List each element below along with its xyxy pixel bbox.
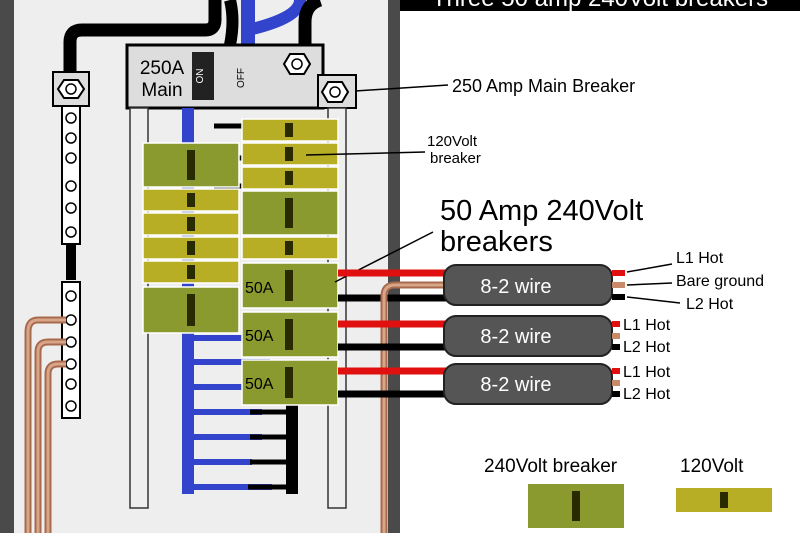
service-neutral-wire [63,0,222,75]
breaker-50a-2-label: 50A [245,328,274,345]
breaker-handle[interactable] [187,294,195,326]
cable-2-lead-l2: L2 Hot [623,339,671,356]
breaker-handle[interactable] [187,265,195,279]
breaker-50a-3-label: 50A [245,376,274,393]
main-lug-screw [329,86,341,98]
legend-120v-handle [720,492,728,508]
branch-cable-1 [338,264,625,533]
main-breaker-off-label: OFF [236,68,247,88]
legend-240v-label: 240Volt breaker [484,456,618,477]
lead-callout-line [626,263,673,273]
breaker-handle[interactable] [285,171,293,185]
breaker-handle[interactable] [285,367,293,398]
neutral-lug-nut [56,79,86,99]
breaker-handle[interactable] [285,270,293,301]
main-lug-screw-top [291,58,303,70]
cable-1-lead-l1: L1 Hot [676,250,724,267]
breaker-handle[interactable] [285,198,293,228]
main-lug-nut-top [282,53,312,75]
main-breaker-handle[interactable] [192,52,214,100]
neutral-bar-upper-screws [65,112,77,238]
legend-240v-handle [572,491,580,521]
main-breaker-on-label: ON [195,69,206,84]
cable-1-lead-l2: L2 Hot [686,296,734,313]
service-hot-wire [298,0,323,45]
cable-1-label: 8-2 wire [480,276,551,298]
left-enclosure-wall [0,0,14,533]
cable-1-lead-ground: Bare ground [676,273,764,290]
ground-wires-left-highlight [26,318,66,533]
breaker-handle[interactable] [285,147,293,161]
hot-bus [286,380,298,494]
breaker-120v-callout-line [305,151,426,156]
breaker-handle[interactable] [187,150,195,180]
neutral-bar-upper [61,105,81,245]
breaker-120v-callout-line2: breaker [430,150,481,167]
neutral-lug-screw [65,83,77,95]
neutral-bar-lower [61,281,81,419]
cable-3-label: 8-2 wire [480,374,551,396]
cable-2-label: 8-2 wire [480,326,551,348]
cable-3-lead-l2: L2 Hot [623,386,671,403]
service-hot-wire-b [224,0,239,47]
branch-cable-2 [338,315,620,357]
breaker-handle[interactable] [187,217,195,231]
breaker-handle[interactable] [285,319,293,350]
cable-3-lead-l1: L1 Hot [623,364,671,381]
breakers-50a-callout-line1: 50 Amp 240Volt [440,195,643,227]
main-breaker-callout-line [354,84,449,92]
main-breaker-callout: 250 Amp Main Breaker [452,76,635,96]
right-enclosure-wall [388,0,400,533]
legend-120v-label: 120Volt [680,456,744,477]
branch-cable-3 [338,363,620,405]
lead-callout-line [626,282,673,286]
service-blue-wire-b [246,0,306,36]
main-breaker-amps: 250A [140,58,185,79]
title-banner [400,0,800,11]
cable-2-lead-l1: L1 Hot [623,317,671,334]
lead-callout-line [626,296,681,304]
breakers-50a-callout-line2: breakers [440,226,553,258]
page-title: Three 50 amp 240Volt breakers [432,0,768,12]
breaker-handle[interactable] [187,241,195,255]
main-lug-nut [320,81,350,103]
breaker-handle[interactable] [187,193,195,207]
main-breaker-name: Main [141,80,182,101]
breaker-50a-1-label: 50A [245,280,274,297]
breaker-handle[interactable] [285,241,293,255]
breaker-120v-callout-line1: 120Volt [427,133,478,150]
breaker-handle[interactable] [285,123,293,137]
